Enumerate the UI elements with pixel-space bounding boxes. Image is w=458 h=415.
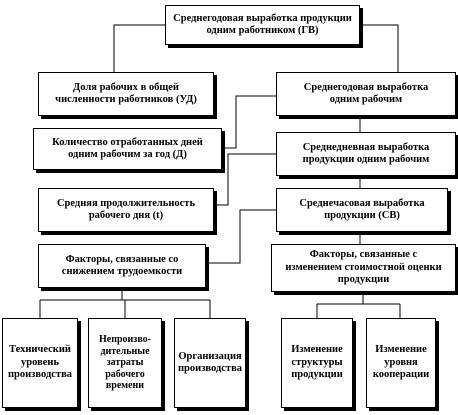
node-annual-output-per-employee: Среднегодовая выработка продукции одним … (165, 5, 360, 45)
node-labor-intensity-factors: Факторы, связанные со снижением трудоемк… (38, 244, 206, 288)
node-workday-length: Средняя продолжительность рабочего дня (… (38, 188, 214, 232)
node-technical-level: Технический уровень производства (2, 318, 78, 408)
node-hourly-output: Среднечасовая выработка продукции (СВ) (276, 188, 448, 232)
node-daily-output-per-worker: Среднедневная выработка продукции одним … (276, 132, 456, 176)
node-unproductive-time: Непроизво- дительные затраты рабочего вр… (88, 318, 162, 408)
node-annual-output-per-worker: Среднегодовая выработка одним рабочим (276, 72, 456, 116)
node-cooperation-level-change: Изменение уровня кооперации (366, 318, 436, 408)
node-product-structure-change: Изменение структуры продукции (281, 318, 353, 408)
node-cost-estimate-factors: Факторы, связанные с изменением стоимост… (271, 244, 456, 292)
node-share-of-workers: Доля рабочих в общей численности работни… (38, 72, 214, 116)
node-production-organization: Организация производства (174, 318, 246, 408)
node-days-worked: Количество отработанных дней одним рабоч… (33, 128, 222, 170)
